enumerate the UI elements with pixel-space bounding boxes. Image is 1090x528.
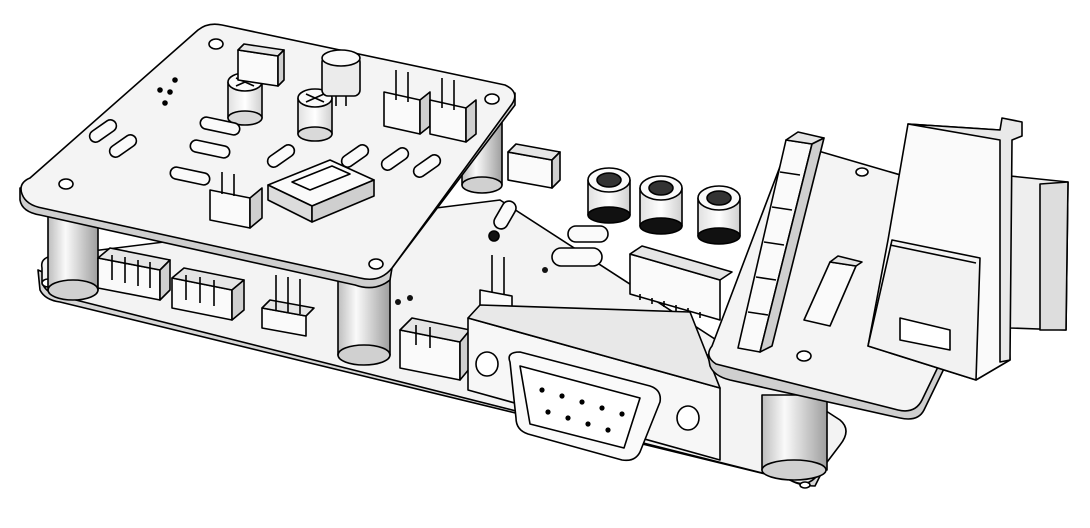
mounting-hole (58, 178, 74, 190)
electrolytic-capacitor-small-2 (297, 88, 333, 142)
mounting-hole (484, 93, 500, 105)
small-component-pair (551, 225, 609, 267)
upper-left-board (19, 23, 516, 289)
right-header-small (803, 255, 863, 327)
resistor (88, 116, 442, 186)
voltage-regulator (321, 49, 361, 106)
mounting-hole (208, 38, 224, 50)
base-connector-3 (261, 275, 315, 337)
header-connector-top-2 (429, 78, 477, 143)
base-connector-2 (171, 267, 245, 321)
header-connector-center (507, 143, 561, 189)
mounting-hole (796, 350, 812, 362)
diode (488, 200, 517, 242)
trimmer-pot-block (237, 43, 285, 87)
base-connector-1 (97, 247, 171, 301)
mounting-hole (368, 258, 384, 270)
large-connector-block (867, 117, 1069, 381)
standoff-right-board (761, 394, 828, 481)
electrolytic-capacitor-3 (697, 185, 741, 245)
electrolytic-capacitor-1 (587, 167, 631, 224)
vertical-connector-strip (737, 131, 825, 353)
mounting-hole (799, 481, 811, 489)
ic-socket (267, 159, 375, 223)
db9-connector (467, 304, 721, 462)
electrolytic-capacitor-2 (639, 175, 683, 235)
solder-marks (395, 267, 548, 305)
base-connector-4 (399, 317, 471, 381)
header-connector-side (209, 172, 263, 229)
header-connector-top-1 (383, 70, 431, 135)
mounting-hole (855, 167, 869, 177)
